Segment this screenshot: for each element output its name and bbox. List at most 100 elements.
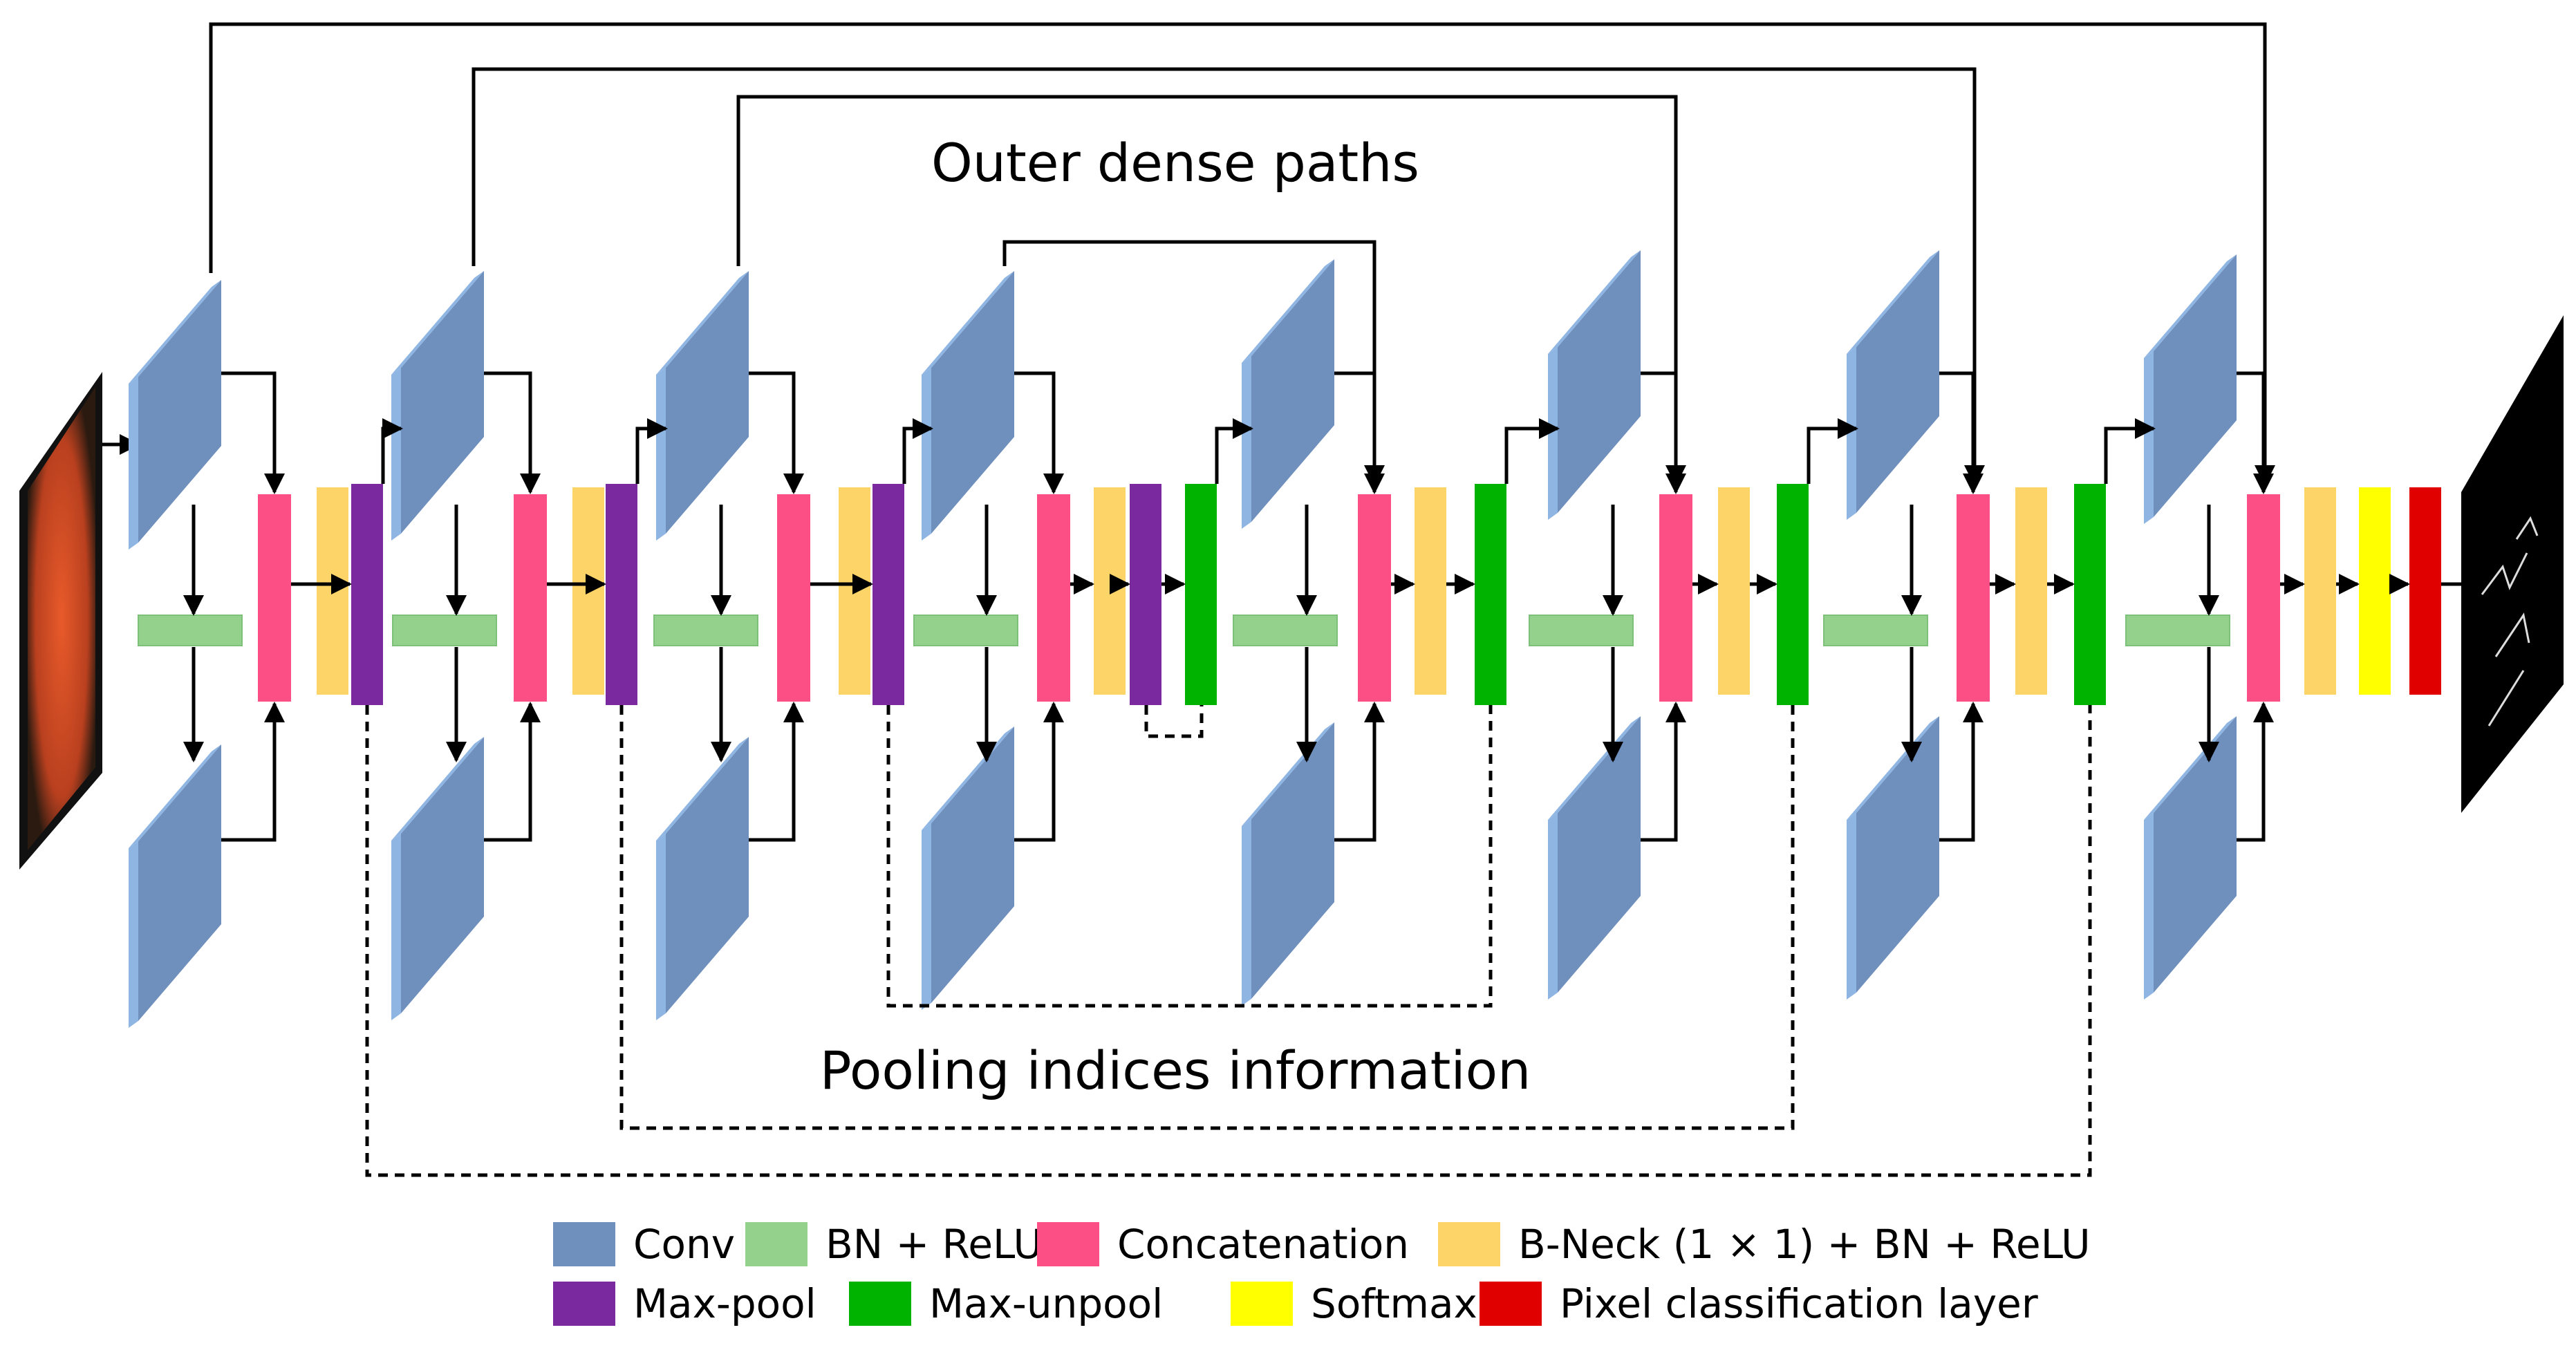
line-top-concat-2 [484,371,541,494]
layer-4-2 [1130,484,1161,705]
legend-label-bn-relu: BN + ReLU [825,1221,1043,1268]
bn-relu-swatch-icon [745,1222,808,1266]
input-image [19,372,102,870]
layer-3-1 [839,487,870,695]
line-top-concat-7 [1939,371,1984,494]
line-top-concat-4 [1014,371,1064,494]
bneck-swatch-icon [1438,1222,1500,1266]
concatenation-1 [258,494,291,702]
layer-2-2 [606,484,637,705]
line-top-concat-1 [221,371,285,494]
bn-relu-6 [1529,615,1634,646]
maxpool-swatch-icon [553,1282,615,1326]
legend-row-2: Max-pool Max-unpool Softmax Pixel classi… [553,1276,2143,1335]
outer-path-2 [472,67,1985,486]
line-up-next-3 [902,418,933,484]
concatenation-swatch-icon [1037,1222,1099,1266]
conv-top-2 [401,271,484,534]
bn-relu-blocks [138,615,2230,646]
legend-item-bneck: B-Neck (1 × 1) + BN + ReLU [1438,1217,2091,1272]
legend-item-concatenation: Concatenation [1037,1217,1409,1272]
conv-bottom-1-edge [129,841,138,1028]
conv-top-3-edge [656,368,666,541]
pool-index-inner [1144,705,1204,738]
conv-top-1-top [129,280,221,384]
conv-top-4-edge [922,368,931,541]
conv-top-3 [666,271,749,534]
conv-top-8-top [2144,254,2237,358]
conv-bottom-2 [401,737,484,1013]
layer-5-2 [1475,484,1506,705]
conv-top-1 [138,280,221,543]
conv-bottom-4 [931,726,1014,1003]
softmax-swatch-icon [1231,1282,1293,1326]
line-bottom-concat-8 [2237,702,2274,842]
line-up-next-5 [1504,418,1560,484]
layer-8-3 [2409,487,2441,695]
conv-top-7-top [1847,250,1939,354]
legend-label-maxunpool: Max-unpool [929,1280,1164,1327]
conv-bottom-8-edge [2144,813,2154,1000]
outer-dense-paths-label: Outer dense paths [931,132,1419,194]
conv-bottom-5-edge [1242,819,1251,1006]
conv-top-6-top [1548,250,1641,354]
legend-label-maxpool: Max-pool [633,1280,816,1327]
conv-top-6-edge [1548,347,1558,520]
pooling-indices-label: Pooling indices information [820,1040,1531,1101]
conv-top-7 [1856,250,1939,513]
outer-path-1 [209,22,2275,486]
conv-blocks [129,250,2237,1028]
line-bottom-concat-4 [1014,702,1064,842]
bn-relu-3 [653,615,758,646]
legend-label-bneck: B-Neck (1 × 1) + BN + ReLU [1518,1221,2091,1268]
line-bottom-concat-6 [1641,702,1686,842]
bn-relu-1 [138,615,243,646]
conv-top-7-edge [1847,347,1856,520]
legend: Conv BN + ReLU Concatenation B-Neck (1 ×… [553,1217,2143,1335]
conv-bottom-3-top [656,737,749,841]
maxunpool-swatch-icon [849,1282,911,1326]
layer-3-2 [872,484,904,705]
conv-top-8 [2154,254,2237,517]
legend-item-conv: Conv [553,1217,735,1272]
connection-lines [183,22,2461,1177]
layer-2-1 [572,487,604,695]
line-bottom-concat-3 [749,702,804,842]
layer-1-2 [351,484,383,705]
legend-label-concatenation: Concatenation [1117,1221,1410,1268]
output-image [2461,315,2564,813]
conv-top-4 [931,271,1014,534]
layer-1-1 [317,487,348,695]
line-bottom-concat-5 [1334,702,1385,842]
conv-top-3-top [656,271,749,375]
line-up-next-2 [635,418,668,484]
conv-swatch-icon [553,1222,615,1266]
conv-bottom-7-edge [1847,813,1856,1000]
conv-top-6 [1558,250,1641,513]
legend-label-softmax: Softmax [1311,1280,1477,1327]
conv-bottom-5 [1251,722,1334,999]
layer-4-1 [1094,487,1126,695]
pool-index-1 [886,705,1493,1008]
conv-top-2-top [391,271,484,375]
layer-5-1 [1415,487,1446,695]
conv-top-5 [1251,259,1334,522]
conv-top-2-edge [391,368,401,541]
line-up-next-1 [381,418,403,484]
line-up-next-7 [2104,418,2156,484]
layer-8-2 [2359,487,2391,695]
line-top-concat-3 [749,371,804,494]
conv-bottom-2-top [391,737,484,841]
line-top-concat-5 [1334,371,1385,494]
conv-bottom-7 [1856,716,1939,993]
legend-item-bn-relu: BN + ReLU [745,1217,1043,1272]
line-top-concat-6 [1641,371,1686,494]
line-top-concat-8 [2237,371,2274,494]
layer-6-1 [1718,487,1750,695]
legend-item-maxunpool: Max-unpool [849,1276,1163,1331]
conv-bottom-3 [666,737,749,1013]
concatenation-4 [1037,494,1070,702]
concatenation-6 [1659,494,1692,702]
line-bottom-concat-1 [221,702,285,842]
